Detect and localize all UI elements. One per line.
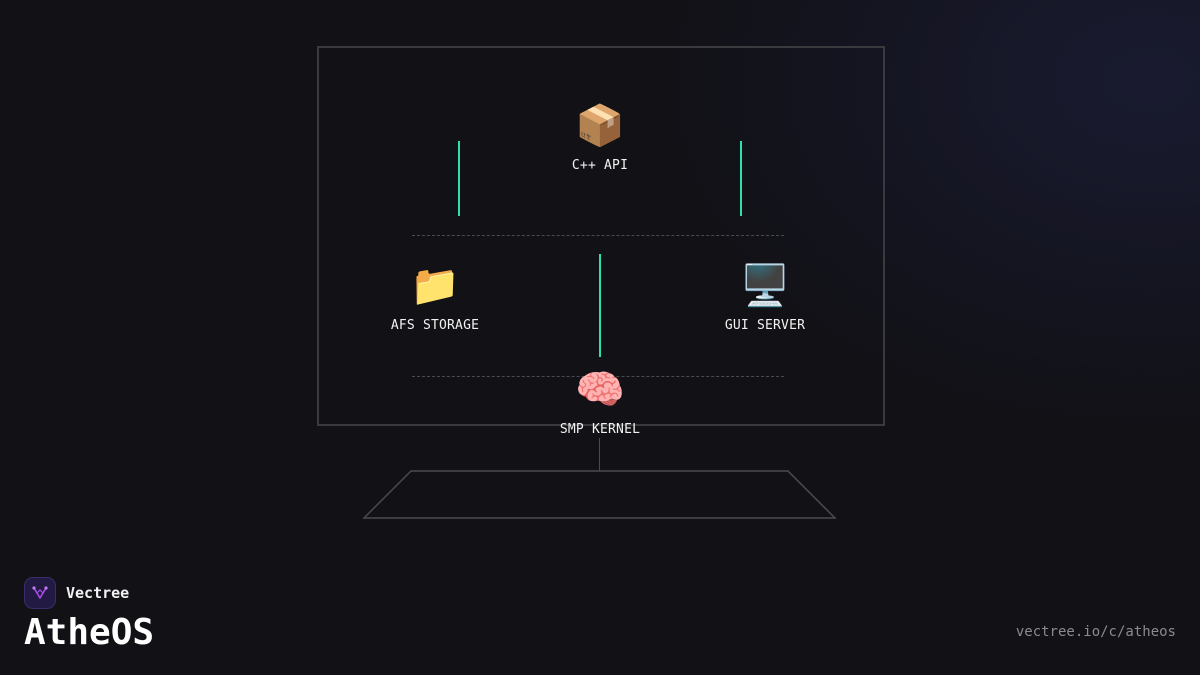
package-icon: 📦 bbox=[575, 103, 625, 149]
stand-stem bbox=[599, 438, 600, 471]
brain-icon: 🧠 bbox=[575, 367, 625, 413]
node-cpp-api: 📦 C++ API bbox=[520, 102, 680, 173]
architecture-frame bbox=[317, 46, 885, 426]
connector-left bbox=[458, 141, 460, 216]
node-label: C++ API bbox=[571, 158, 629, 173]
node-label: SMP KERNEL bbox=[559, 422, 641, 437]
source-url[interactable]: vectree.io/c/atheos bbox=[1015, 624, 1176, 640]
branding: Vectree AtheOS bbox=[24, 577, 154, 653]
vectree-logo-icon bbox=[24, 577, 56, 609]
layer-divider-upper bbox=[412, 235, 784, 236]
node-label: GUI SERVER bbox=[724, 318, 806, 333]
node-smp-kernel: 🧠 SMP KERNEL bbox=[520, 366, 680, 437]
layer-divider-lower bbox=[412, 376, 784, 377]
desktop-computer-icon: 🖥️ bbox=[740, 263, 790, 309]
product-title: AtheOS bbox=[24, 612, 155, 653]
folder-icon: 📁 bbox=[410, 263, 460, 309]
node-afs-storage: 📁 AFS STORAGE bbox=[355, 262, 515, 333]
connector-center bbox=[599, 254, 601, 357]
stand-base bbox=[362, 470, 837, 519]
company-name: Vectree bbox=[66, 584, 130, 602]
node-gui-server: 🖥️ GUI SERVER bbox=[685, 262, 845, 333]
connector-right bbox=[740, 141, 742, 216]
node-label: AFS STORAGE bbox=[390, 318, 480, 333]
